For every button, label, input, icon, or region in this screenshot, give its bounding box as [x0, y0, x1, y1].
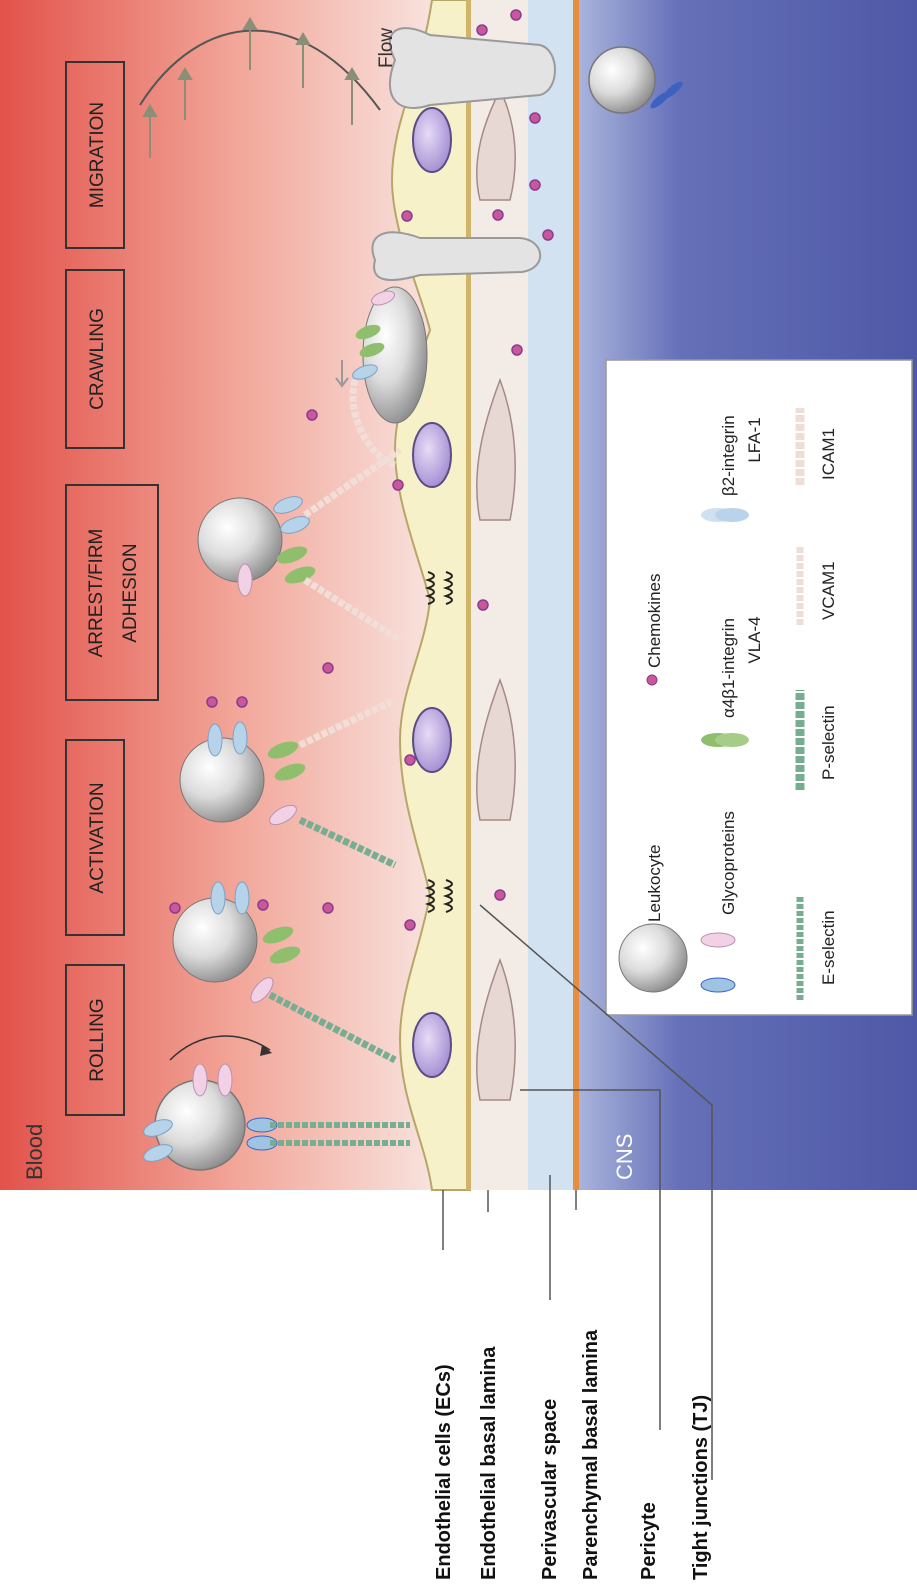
label-parenchymal-basal-lamina: Parenchymal basal lamina — [580, 1329, 602, 1580]
glycoprotein-pink-icon — [701, 933, 735, 947]
label-perivascular-space: Perivascular space — [539, 1399, 561, 1580]
label-endothelial-basal-lamina: Endothelial basal lamina — [478, 1346, 500, 1580]
legend: Leukocyte Chemokines Glycoproteins α4β1-… — [606, 360, 912, 1015]
label-pericyte: Pericyte — [638, 1502, 660, 1580]
leukocyte-legend-icon — [619, 924, 687, 992]
legend-a4b1: α4β1-integrin — [719, 618, 738, 718]
legend-eselectin: E-selectin — [819, 910, 838, 985]
legend-chemokines: Chemokines — [645, 574, 664, 669]
legend-vcam1: VCAM1 — [819, 561, 838, 620]
legend-pselectin: P-selectin — [819, 705, 838, 780]
parenchymal-basal-lamina — [573, 0, 579, 1190]
glycoprotein-blue-icon — [701, 978, 735, 992]
layer-labels: Endothelial cells (ECs) Endothelial basa… — [433, 1329, 712, 1580]
a4b1-integrin-icon — [715, 733, 749, 747]
stage-adhesion: ADHESION — [120, 543, 141, 642]
legend-icam1: ICAM1 — [819, 428, 838, 480]
legend-leukocyte: Leukocyte — [645, 845, 664, 923]
stage-rolling: ROLLING — [87, 998, 108, 1081]
legend-b2: β2-integrin — [719, 415, 738, 496]
legend-vla4: VLA-4 — [745, 616, 764, 663]
legend-lfa1: LFA-1 — [745, 417, 764, 462]
stage-migration: MIGRATION — [87, 102, 108, 208]
perivascular-space — [528, 0, 575, 1190]
legend-glycoproteins: Glycoproteins — [719, 811, 738, 915]
ec-nucleus — [413, 708, 451, 772]
endothelial-basal-lamina — [466, 0, 471, 1190]
ec-nucleus — [413, 1013, 451, 1077]
stage-activation: ACTIVATION — [87, 782, 108, 893]
ec-nucleus — [413, 108, 451, 172]
blood-label: Blood — [22, 1124, 47, 1180]
label-endothelial-cells: Endothelial cells (ECs) — [433, 1364, 455, 1580]
stage-crawling: CRAWLING — [87, 308, 108, 410]
chemokine-legend-icon — [647, 675, 657, 685]
ec-nucleus — [413, 423, 451, 487]
label-tight-junctions: Tight junctions (TJ) — [690, 1395, 712, 1580]
cns-label: CNS — [612, 1134, 637, 1180]
b2-integrin-icon — [715, 508, 749, 522]
flow-label: Flow — [376, 28, 397, 68]
stage-arrest: ARREST/FIRM — [86, 529, 107, 658]
